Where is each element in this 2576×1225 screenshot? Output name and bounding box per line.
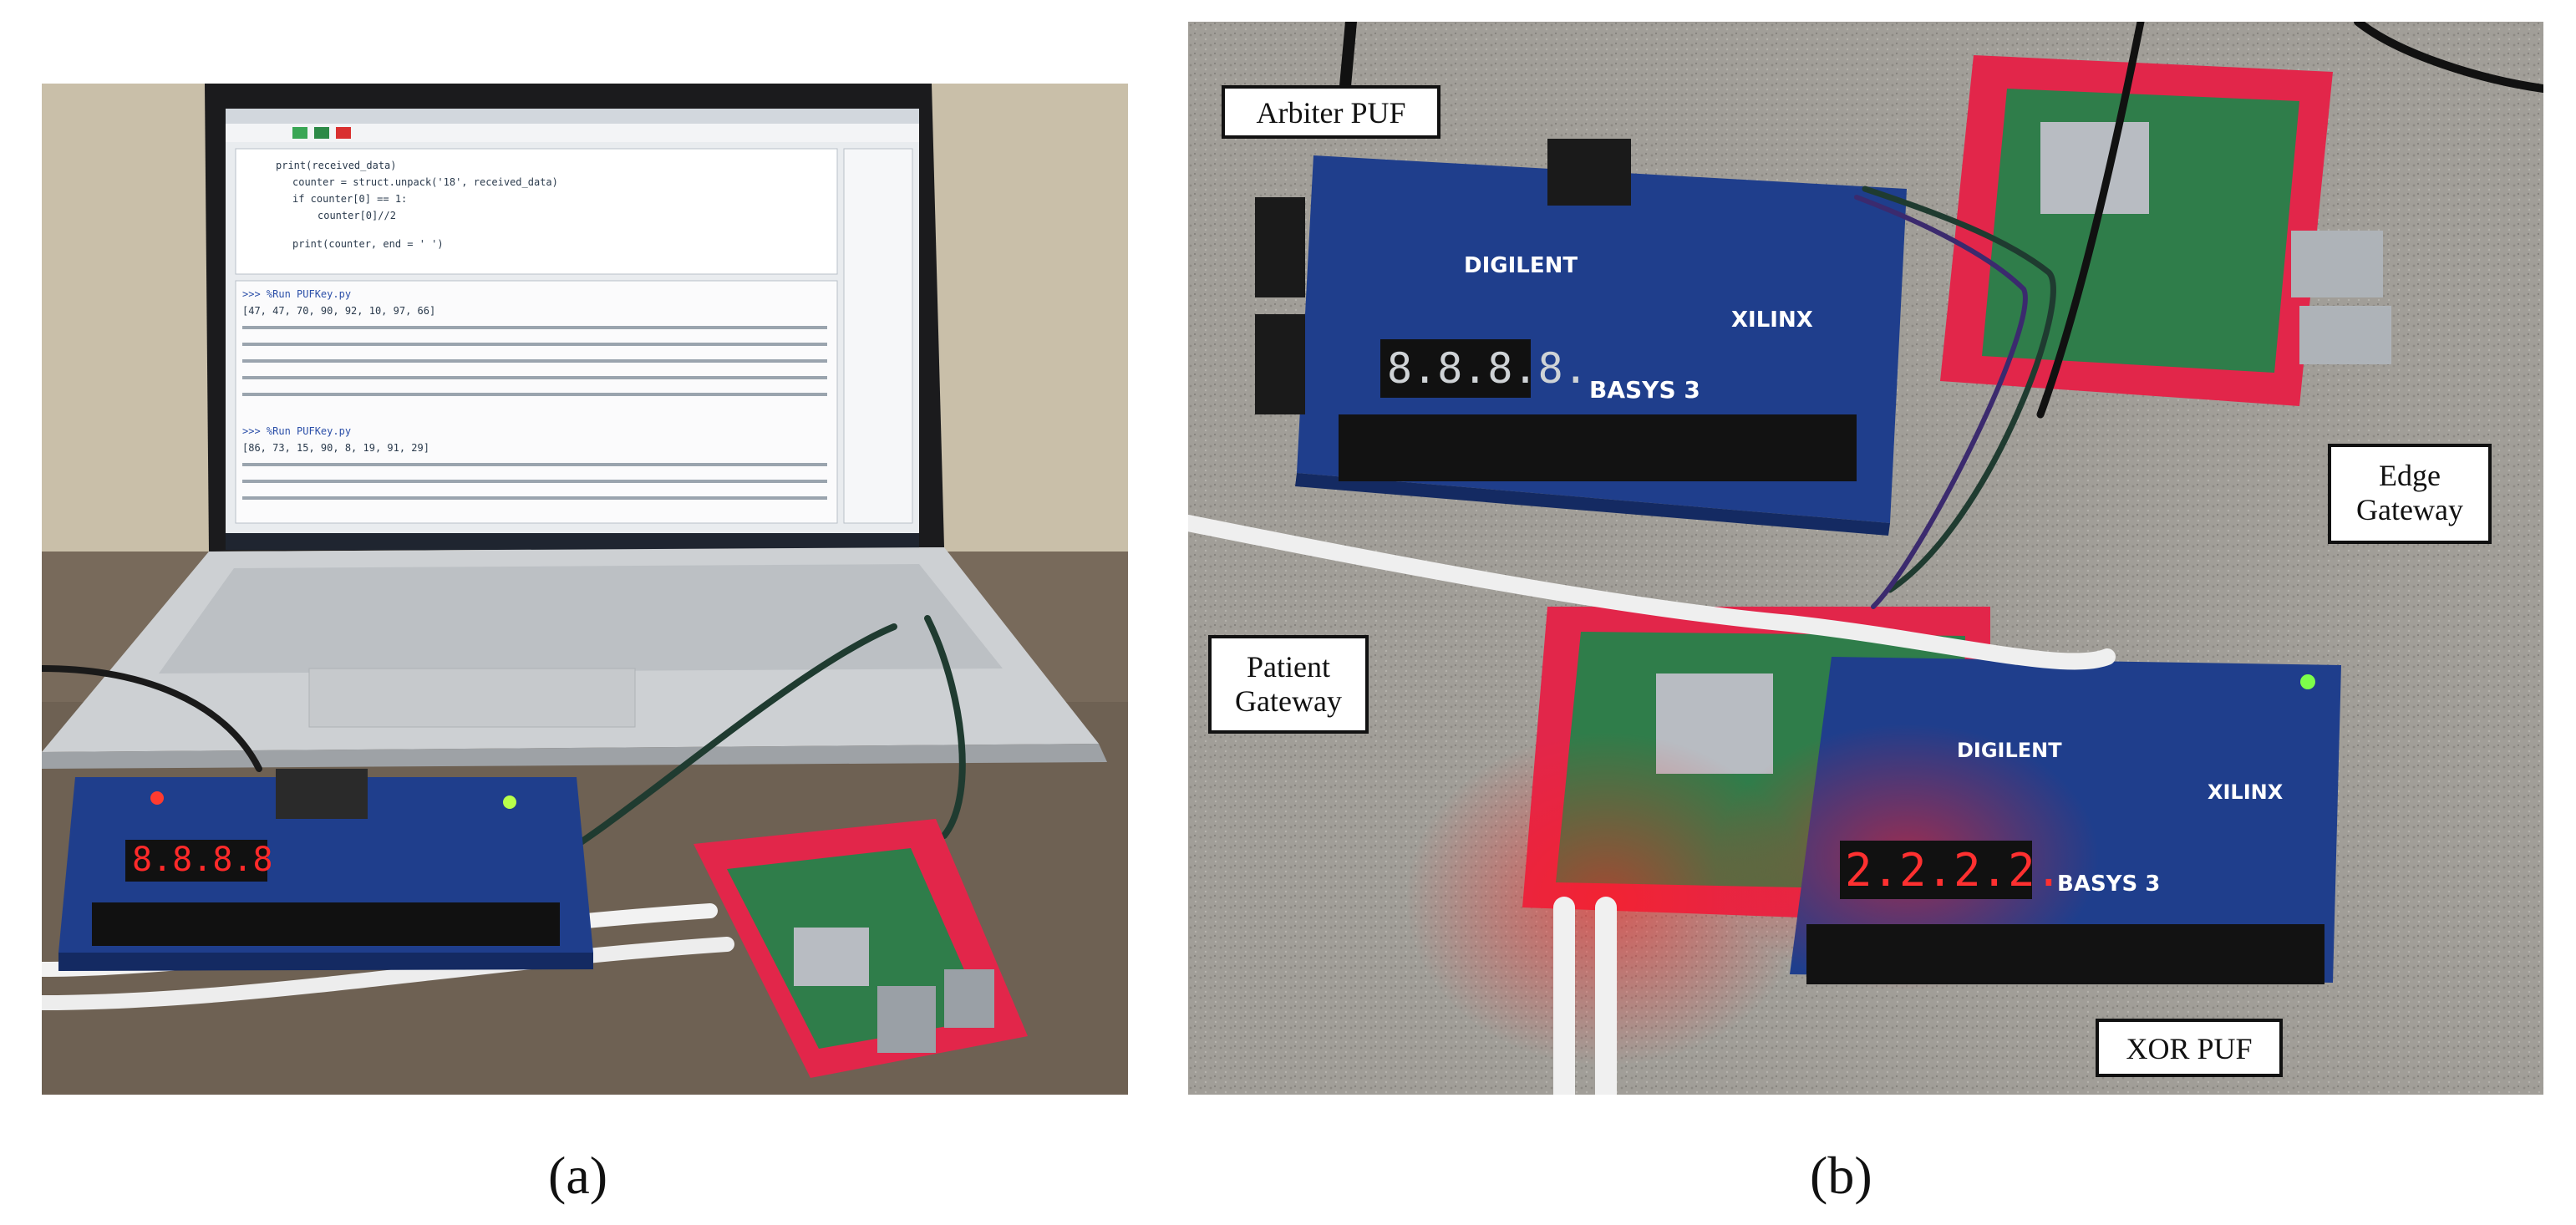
brand-logo-top: DIGILENT (1464, 253, 1578, 278)
vendor-label-bottom: XILINX (2208, 780, 2284, 804)
raspberry-pi-a (694, 819, 1028, 1078)
label-patient-line1: Patient (1247, 650, 1330, 684)
segment-display-top: 8.8.8.8. (1387, 344, 1588, 393)
label-xor-text: XOR PUF (2126, 1032, 2253, 1065)
label-arbiter-text: Arbiter PUF (1256, 96, 1406, 130)
code-line: counter = struct.unpack('18', received_d… (292, 176, 558, 188)
svg-text:8.8.8.8: 8.8.8.8 (132, 841, 273, 879)
vendor-label-top: XILINX (1731, 308, 1813, 333)
shell-output: [86, 73, 15, 90, 8, 19, 91, 29] (242, 442, 429, 454)
caption-b: (b) (1810, 1146, 1872, 1205)
brand-logo-bottom: DIGILENT (1957, 739, 2062, 762)
shell-prompt: >>> %Run PUFKey.py (242, 288, 351, 300)
fpga-board-arbiter: 8.8.8.8. DIGILENT BASYS 3 XILINX (1255, 139, 1907, 536)
model-label-bottom: BASYS 3 (2057, 872, 2160, 897)
shell-output: [47, 47, 70, 90, 92, 10, 97, 66] (242, 305, 435, 317)
photo-panel-b: 8.8.8.8. DIGILENT BASYS 3 XILINX (1188, 22, 2543, 1095)
code-line: print(counter, end = ' ') (292, 238, 444, 250)
code-line: print(received_data) (276, 160, 397, 171)
label-patient-gateway: Patient Gateway (1208, 635, 1369, 734)
label-edge-gateway: Edge Gateway (2328, 444, 2492, 544)
model-label-top: BASYS 3 (1589, 376, 1700, 404)
laptop-screen (205, 84, 944, 552)
shell-prompt: >>> %Run PUFKey.py (242, 425, 351, 437)
code-line: if counter[0] == 1: (292, 193, 407, 205)
segment-display-bottom: 2.2.2.2. (1845, 844, 2062, 897)
label-edge-line1: Edge (2379, 459, 2441, 492)
label-patient-line2: Gateway (1235, 684, 1342, 719)
laptop-base (42, 547, 1107, 769)
photo-panel-a: print(received_data) counter = struct.un… (42, 84, 1128, 1095)
code-line: counter[0]//2 (318, 210, 396, 221)
fpga-board-a: 8.8.8.8 (58, 769, 593, 971)
raspberry-pi-edge (1940, 55, 2391, 406)
label-arbiter-puf: Arbiter PUF (1222, 85, 1440, 139)
caption-a: (a) (548, 1146, 608, 1205)
label-xor-puf: XOR PUF (2096, 1019, 2283, 1077)
label-edge-line2: Gateway (2356, 493, 2463, 527)
